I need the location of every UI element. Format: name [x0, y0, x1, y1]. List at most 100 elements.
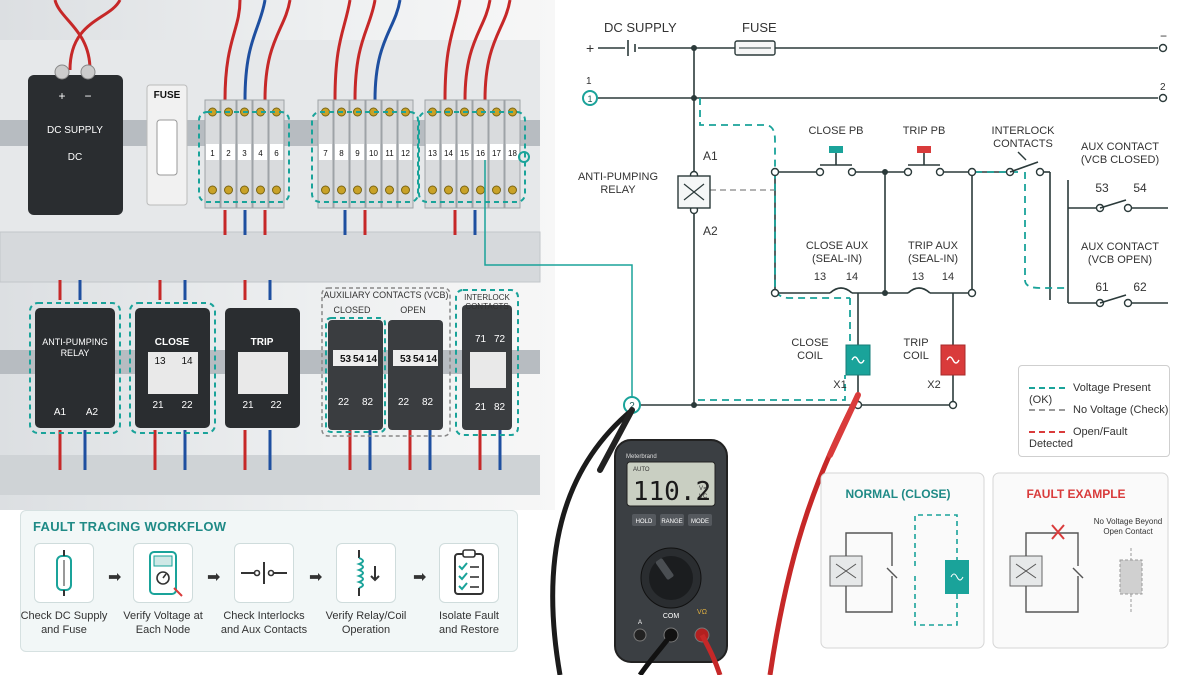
sch-trip-aux-label: TRIP AUX(SEAL-IN) — [908, 240, 959, 265]
fuse-icon — [34, 543, 94, 603]
terminal-marker — [474, 144, 487, 160]
terminal-number: 4 — [258, 149, 263, 158]
trip-module-label: TRIP — [251, 337, 274, 348]
aux-open-contact-symbol — [1099, 294, 1127, 304]
hold-button[interactable] — [632, 514, 656, 526]
anti-pumping-highlight — [29, 302, 121, 434]
terminal-marker — [399, 144, 412, 160]
coil-icon — [336, 543, 396, 603]
terminal-number: 10 — [369, 149, 378, 158]
terminal-screw — [353, 185, 362, 195]
aux-closed-54: 54 — [353, 354, 365, 365]
close-module-14: 14 — [181, 356, 193, 367]
interlock-highlight — [455, 289, 519, 436]
close-module-highlight — [129, 302, 216, 434]
hold-button-label: HOLD — [636, 519, 653, 525]
sch-aux-61: 61 — [1095, 280, 1109, 294]
sch-fuse-label: FUSE — [742, 20, 777, 35]
normal-box-title: NORMAL (CLOSE) — [845, 487, 950, 501]
terminal-marker — [319, 144, 332, 160]
terminal-marker — [206, 144, 219, 160]
sch-minus: − — [1160, 29, 1167, 43]
multimeter-display — [626, 461, 716, 507]
normal-close-mini-diagram — [820, 472, 985, 649]
arrow-right-icon: ➡ — [413, 569, 427, 586]
multimeter-unit-bottom: VC — [699, 494, 708, 500]
interlock-72: 72 — [494, 334, 506, 345]
sch-trip-aux-13: 13 — [912, 271, 924, 283]
black-probe-lead — [550, 408, 634, 675]
panel-node-marker — [518, 151, 530, 163]
aux-closed-82: 82 — [362, 397, 374, 408]
apr-a1: A1 — [54, 407, 67, 418]
terminal-screw — [369, 185, 378, 195]
sch-dc-supply-label: DC SUPPLY — [604, 20, 677, 35]
relay-cross-mark — [683, 183, 705, 201]
mode-button-label: MODE — [691, 519, 709, 525]
terminal-screw — [460, 185, 469, 195]
terminal-number: 6 — [274, 149, 279, 158]
sch-a2: A2 — [703, 224, 718, 238]
aux-group-label: AUXILIARY CONTACTS (VCB) — [323, 290, 448, 300]
trip-module-22: 22 — [270, 400, 282, 411]
close-module-22: 22 — [181, 400, 193, 411]
workflow-title: FAULT TRACING WORKFLOW — [33, 519, 227, 534]
node-1-inner-label: 1 — [587, 94, 592, 104]
multimeter-reading: 110.2 — [633, 477, 711, 507]
panel-to-node-link — [484, 160, 633, 400]
sch-trip-aux-14: 14 — [942, 271, 954, 283]
wiring-top — [53, 0, 512, 235]
multimeter-brand: Meterbrand — [626, 454, 657, 460]
terminal-screw — [272, 185, 281, 195]
com-lead — [637, 633, 674, 675]
sch-close-aux-13: 13 — [814, 271, 826, 283]
terminal-number: 11 — [385, 149, 394, 158]
dc-terminal-minus — [80, 64, 96, 80]
dial-pointer — [655, 558, 674, 580]
anti-pumping-relay-module — [35, 308, 115, 428]
sch-aux-53: 53 — [1095, 181, 1109, 195]
terminal-number: 18 — [508, 149, 517, 158]
terminal-screw — [476, 185, 485, 195]
multimeter-icon — [133, 543, 193, 603]
terminal-marker — [490, 144, 503, 160]
interlock-window — [470, 352, 506, 388]
terminal-marker — [238, 144, 251, 160]
trip-pb-symbol — [908, 146, 940, 166]
range-button[interactable] — [660, 514, 684, 526]
terminal-marker — [335, 144, 348, 160]
aux-open-14: 14 — [426, 354, 438, 365]
arrow-right-icon: ➡ — [309, 569, 323, 586]
terminal-marker — [270, 144, 283, 160]
terminal-number: 14 — [444, 149, 453, 158]
contact-icon — [234, 543, 294, 603]
terminal-screw — [208, 185, 217, 195]
mode-button[interactable] — [688, 514, 712, 526]
jack-a[interactable] — [633, 628, 647, 642]
aux-open-82: 82 — [422, 397, 434, 408]
terminal-number: 8 — [339, 149, 344, 158]
terminal-marker — [426, 144, 439, 160]
interlock-contact-symbol — [1009, 161, 1039, 173]
aux-closed-block — [328, 320, 383, 430]
aux-open-53: 53 — [400, 354, 412, 365]
jack-v-label: VΩ — [697, 609, 707, 616]
terminal-screw — [224, 185, 233, 195]
terminal-marker — [367, 144, 380, 160]
jack-com-label: COM — [663, 613, 680, 620]
sch-aux-62: 62 — [1133, 280, 1147, 294]
sch-trip-pb: TRIP PB — [903, 125, 946, 137]
fault-box-title: FAULT EXAMPLE — [1026, 487, 1125, 501]
sch-aux-closed-label: AUX CONTACT(VCB CLOSED) — [1081, 141, 1159, 166]
